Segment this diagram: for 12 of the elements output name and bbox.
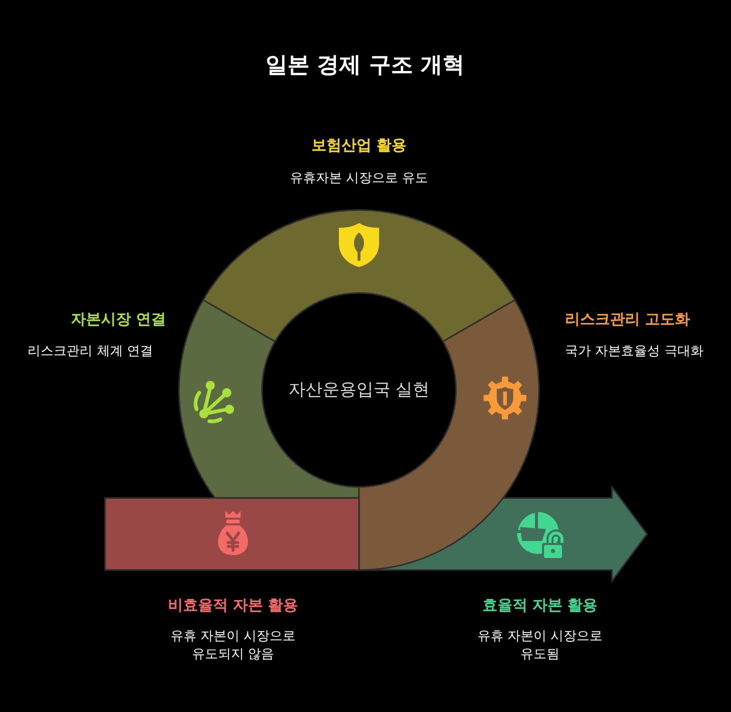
segment-description: 유휴 자본이 시장으로 유도됨 (476, 628, 604, 664)
segment-heading: 자본시장 연결 (70, 310, 166, 329)
center-label: 자산운용입국 실현 (288, 379, 430, 402)
segment-description: 유휴 자본이 시장으로 유도되지 않음 (169, 628, 297, 664)
segment-heading: 보험산업 활용 (311, 136, 407, 155)
segment-heading: 리스크관리 고도화 (565, 310, 690, 329)
segment-heading: 효율적 자본 활용 (482, 596, 598, 615)
segment-description: 유휴자본 시장으로 유도 (290, 170, 428, 188)
segment-description: 리스크관리 체계 연결 (28, 343, 153, 361)
segment-description: 국가 자본효율성 극대화 (565, 343, 704, 361)
segment-heading: 비효율적 자본 활용 (168, 596, 298, 615)
title: 일본 경제 구조 개혁 (266, 52, 464, 80)
